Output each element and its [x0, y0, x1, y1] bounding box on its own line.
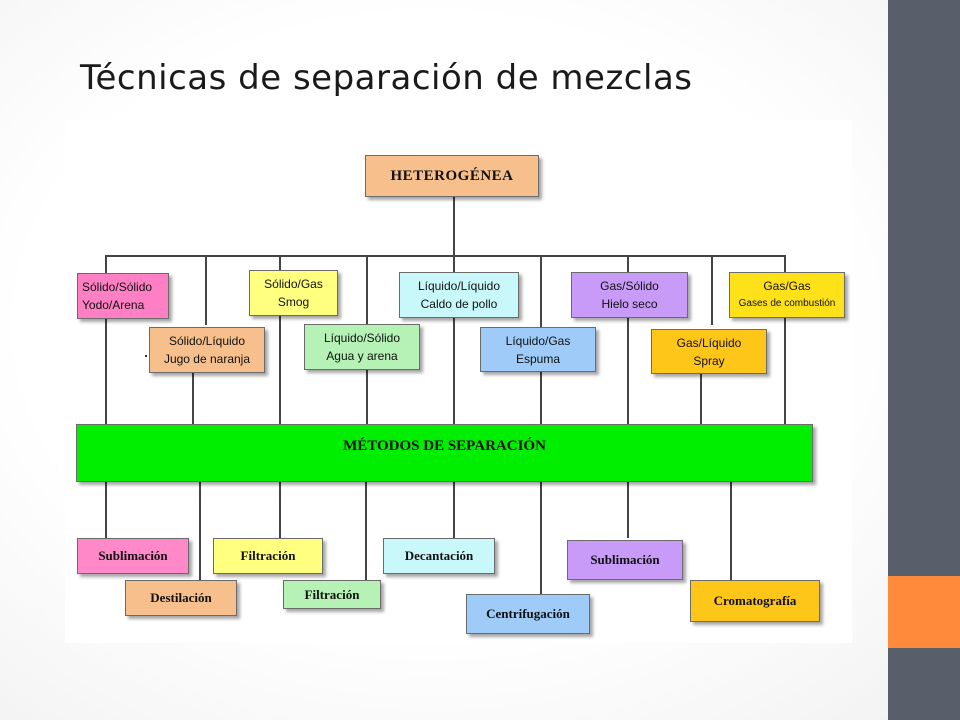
mixture-box: Líquido/Gas Espuma — [480, 327, 596, 372]
connector-col-5 — [453, 255, 455, 425]
mixture-example: Spray — [693, 353, 725, 368]
mixture-example: Yodo/Arena — [82, 298, 145, 312]
connector-bottom-1 — [105, 482, 107, 538]
connector-col-1 — [105, 255, 107, 425]
mixture-example: Jugo de naranja — [163, 352, 251, 366]
mixture-box: Sólido/Líquido Jugo de naranja — [149, 327, 265, 373]
mixture-type: Sólido/Líquido — [168, 334, 246, 348]
mixture-type: Gas/Líquido — [676, 335, 742, 350]
connector-bottom-7 — [627, 482, 629, 538]
connector-bottom-4 — [365, 482, 367, 580]
connector-col-3 — [279, 255, 281, 425]
mixture-type: Gas/Sólido — [600, 279, 659, 293]
connector-branch-a — [205, 255, 207, 325]
slide-sidebar-accent — [888, 576, 960, 648]
mixture-type: Gas/Gas — [763, 279, 811, 293]
connector-top-horizontal — [105, 255, 784, 257]
method-box: Filtración — [283, 580, 381, 609]
mixture-box: Líquido/Sólido Agua y arena — [304, 324, 420, 370]
method-box: Cromatografía — [690, 580, 820, 622]
mixture-box: Sólido/Sólido Yodo/Arena — [77, 273, 169, 319]
mixture-type: Líquido/Líquido — [417, 279, 501, 293]
mixture-box: Líquido/Líquido Caldo de pollo — [399, 272, 519, 318]
methods-bar: MÉTODOS DE SEPARACIÓN — [76, 424, 813, 482]
connector-bottom-3 — [279, 482, 281, 538]
mixture-example: Agua y arena — [326, 349, 398, 363]
mixture-box: Gas/Gas Gases de combustión — [729, 272, 845, 318]
method-box: Sublimación — [77, 538, 189, 574]
stray-dot — [145, 355, 147, 357]
mixture-box: Gas/Sólido Hielo seco — [571, 272, 688, 318]
separation-diagram: HETEROGÉNEA Sólido/Sólido Yodo/Arena Sól… — [65, 120, 852, 643]
mixture-type: Sólido/Gas — [264, 277, 323, 291]
mixture-box: Gas/Líquido Spray — [651, 329, 767, 374]
connector-bottom-6 — [540, 482, 542, 594]
mixture-example: Hielo seco — [601, 297, 658, 311]
mixture-type: Líquido/Gas — [505, 333, 571, 348]
connector-col-7 — [627, 255, 629, 425]
root-node-heterogenea: HETEROGÉNEA — [365, 155, 539, 197]
mixture-example: Gases de combustión — [738, 298, 836, 309]
mixture-type: Sólido/Sólido — [82, 280, 153, 294]
connector-col-8 — [700, 370, 702, 425]
connector-col-2 — [192, 370, 194, 425]
method-box: Sublimación — [567, 540, 683, 580]
connector-bottom-2 — [199, 482, 201, 580]
connector-branch-b — [711, 255, 713, 325]
method-box: Centrifugación — [466, 594, 590, 634]
method-box: Destilación — [125, 580, 237, 616]
mixture-example: Espuma — [515, 351, 561, 366]
slide-title: Técnicas de separación de mezclas — [80, 58, 693, 98]
mixture-example: Caldo de pollo — [420, 297, 498, 311]
mixture-example: Smog — [277, 295, 310, 309]
connector-root-stem — [453, 197, 455, 256]
mixture-type: Líquido/Sólido — [323, 331, 401, 345]
connector-bottom-5 — [453, 482, 455, 538]
mixture-box: Sólido/Gas Smog — [249, 270, 338, 316]
method-box: Filtración — [213, 538, 323, 574]
connector-col-9 — [784, 255, 786, 425]
connector-bottom-8 — [730, 482, 732, 580]
method-box: Decantación — [383, 538, 495, 574]
